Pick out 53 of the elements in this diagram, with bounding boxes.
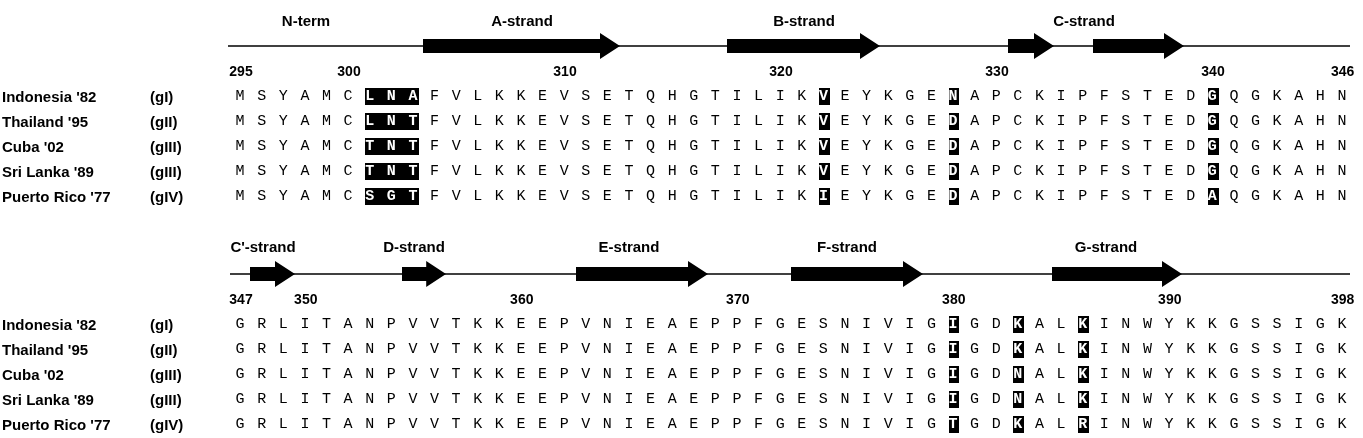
strand-label: C-strand [1053,12,1115,30]
sequence-row: M S Y A M C S G T F V L K K E V S E T Q H G T I L I K I E Y K G E D A P C K I P F S T E D A Q G K A H N [235,187,1349,207]
strain-name: Indonesia '82 [2,88,97,106]
strand-label: C'-strand [230,238,296,256]
sequence-row: G R L I T A N P V V T K K E E P V N I E A E P P F G E S N I V I G I G D K A L K I N W Y K K G S S I G K [235,340,1349,360]
strain-name: Thailand '95 [2,113,89,131]
genotype-label: (gIII) [150,366,182,384]
strand-label: A-strand [491,12,553,30]
residue-number: 295 [229,62,253,80]
strand-label: B-strand [773,12,835,30]
sequence-row: M S Y A M C T N T F V L K K E V S E T Q H G T I L I K V E Y K G E D A P C K I P F S T E D G Q G K A H N [235,162,1349,182]
sequence-row: G R L I T A N P V V T K K E E P V N I E A E P P F G E S N I V I G T G D K A L R I N W Y K K G S S I G K [235,415,1349,435]
residue-number: 350 [294,290,318,308]
sequence-row: M S Y A M C T N T F V L K K E V S E T Q H G T I L I K V E Y K G E D A P C K I P F S T E D G Q G K A H N [235,137,1349,157]
strand-label: N-term [281,12,331,30]
strain-name: Cuba '02 [2,138,64,156]
sequence-row: M S Y A M C L N A F V L K K E V S E T Q H G T I L I K V E Y K G E N A P C K I P F S T E D G Q G K A H N [235,87,1349,107]
strand-label: E-strand [598,238,660,256]
strand-label: G-strand [1074,238,1138,256]
strain-name: Indonesia '82 [2,316,97,334]
residue-number: 370 [726,290,750,308]
residue-number: 310 [553,62,577,80]
residue-number: 347 [229,290,253,308]
genotype-label: (gIII) [150,391,182,409]
residue-number: 320 [769,62,793,80]
sequence-row: G R L I T A N P V V T K K E E P V N I E A E P P F G E S N I V I G I G D N A L K I N W Y K K G S S I G K [235,390,1349,410]
genotype-label: (gIII) [150,163,182,181]
strain-name: Puerto Rico '77 [2,416,111,434]
genotype-label: (gII) [150,113,178,131]
genotype-label: (gI) [150,88,174,106]
strain-name: Puerto Rico '77 [2,188,111,206]
residue-number: 300 [337,62,361,80]
genotype-label: (gII) [150,341,178,359]
strand-label: F-strand [817,238,877,256]
strand-label: D-strand [383,238,445,256]
strain-name: Sri Lanka '89 [2,391,94,409]
genotype-label: (gIV) [150,416,184,434]
sequence-row: G R L I T A N P V V T K K E E P V N I E A E P P F G E S N I V I G I G D K A L K I N W Y K K G S S I G K [235,315,1349,335]
residue-number: 398 [1330,290,1355,308]
residue-number: 390 [1158,290,1182,308]
residue-number: 360 [510,290,534,308]
strain-name: Sri Lanka '89 [2,163,94,181]
genotype-label: (gIV) [150,188,184,206]
sequence-row: M S Y A M C L N T F V L K K E V S E T Q H G T I L I K V E Y K G E D A P C K I P F S T E D G Q G K A H N [235,112,1349,132]
genotype-label: (gI) [150,316,174,334]
genotype-label: (gIII) [150,138,182,156]
residue-number: 346 [1330,62,1355,80]
residue-number: 380 [942,290,966,308]
residue-number: 330 [985,62,1009,80]
sequence-row: G R L I T A N P V V T K K E E P V N I E A E P P F G E S N I V I G I G D N A L K I N W Y K K G S S I G K [235,365,1349,385]
strain-name: Thailand '95 [2,341,89,359]
strain-name: Cuba '02 [2,366,64,384]
residue-number: 340 [1201,62,1225,80]
